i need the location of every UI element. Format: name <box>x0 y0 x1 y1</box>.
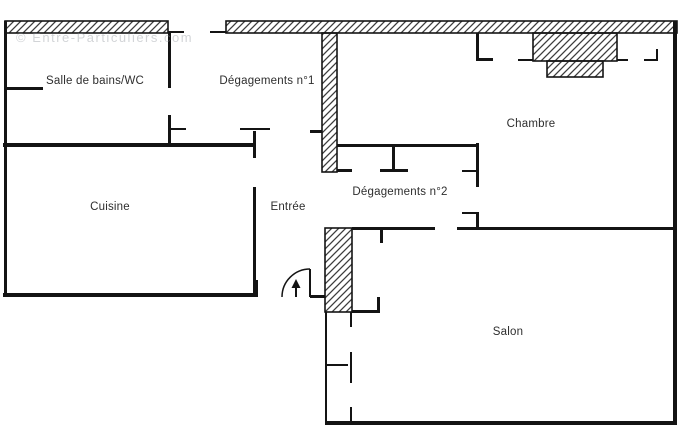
solid-wall-right-exterior-wall <box>673 21 677 425</box>
thin-mark-cuisine-door-tick <box>240 128 270 130</box>
thin-mark-column1-bottom-tick <box>337 169 352 172</box>
solid-wall-bathroom-right-wall-lower <box>168 115 171 146</box>
solid-wall-deg2-tstub-bar <box>380 169 408 172</box>
thin-mark-corridor-cross-tick <box>325 364 348 366</box>
room-label-chambre: Chambre <box>506 118 556 130</box>
thin-mark-chimney-tick-right <box>617 59 628 61</box>
solid-wall-salon-doorjamb-stub <box>380 230 383 243</box>
room-label-salon: Salon <box>492 326 524 338</box>
solid-wall-chambre-doorpost-foot <box>476 58 493 61</box>
door-swing-arc <box>281 268 311 298</box>
solid-wall-salon-hook-vertical <box>377 297 380 311</box>
solid-wall-deg2-chambre-wall-lower <box>476 212 479 228</box>
thin-mark-deg2-door-tick-lower <box>462 212 476 214</box>
solid-wall-cuisine-entree-wall-lower <box>253 187 256 295</box>
hatched-wall-chimney-block-large <box>532 32 618 62</box>
solid-wall-cuisine-bottom-wall <box>3 293 258 297</box>
thin-mark-right-corner-jamb-v <box>656 49 658 61</box>
solid-wall-bathroom-right-wall-upper <box>168 33 171 88</box>
room-label-degagements-1: Dégagements n°1 <box>219 75 315 87</box>
thin-mark-deg2-door-tick-upper <box>462 170 476 172</box>
solid-wall-entry-left-jamb <box>255 280 258 294</box>
solid-wall-salon-bottom-wall <box>325 421 677 425</box>
solid-wall-salon-top-wall-left <box>352 227 435 230</box>
solid-wall-deg2-tstub-vertical <box>392 147 395 172</box>
solid-wall-corridor-right-seg2 <box>350 352 352 383</box>
solid-wall-chambre-doorpost-top <box>476 33 479 60</box>
room-label-entree: Entrée <box>270 201 306 213</box>
solid-wall-deg2-chambre-wall-upper <box>476 143 479 187</box>
solid-wall-salon-hook-horizontal <box>352 310 380 313</box>
entry-arrow-head <box>291 279 301 288</box>
solid-wall-cuisine-entree-wall-upper <box>253 131 256 158</box>
solid-wall-corridor-right-seg1 <box>350 312 352 327</box>
thin-mark-column1-left-tick <box>310 130 322 133</box>
solid-wall-salon-top-wall-right <box>457 227 677 230</box>
hatched-wall-central-column-lower <box>324 227 353 313</box>
solid-wall-bathroom-cuisine-wall <box>3 143 256 147</box>
hatched-wall-exterior-top-wall-right <box>225 20 678 34</box>
watermark-text: © Entre-Particuliers.com <box>16 30 194 45</box>
room-label-salle-de-bains-wc: Salle de bains/WC <box>46 75 144 87</box>
thin-mark-top-window-stub-right <box>210 31 226 33</box>
thin-mark-bathroom-door-tick <box>170 128 186 130</box>
thin-mark-chimney-tick-left <box>518 59 533 61</box>
solid-wall-corridor-right-seg3 <box>350 407 352 423</box>
room-label-cuisine: Cuisine <box>90 201 130 213</box>
thin-mark-top-window-stub-left <box>168 31 184 33</box>
solid-wall-bathroom-left-stub <box>4 87 43 90</box>
thin-mark-right-corner-jamb-h <box>644 59 657 61</box>
thin-mark-entry-right-tick <box>310 295 325 298</box>
room-label-degagements-2: Dégagements n°2 <box>352 186 448 198</box>
solid-wall-corridor-left-line <box>325 312 327 421</box>
solid-wall-entry-door-leaf <box>309 269 311 297</box>
solid-wall-deg1-deg2-wall <box>337 144 478 147</box>
solid-wall-left-exterior-wall <box>4 21 7 297</box>
hatched-wall-chimney-block-small <box>546 60 604 78</box>
hatched-wall-central-column-upper <box>321 32 338 173</box>
